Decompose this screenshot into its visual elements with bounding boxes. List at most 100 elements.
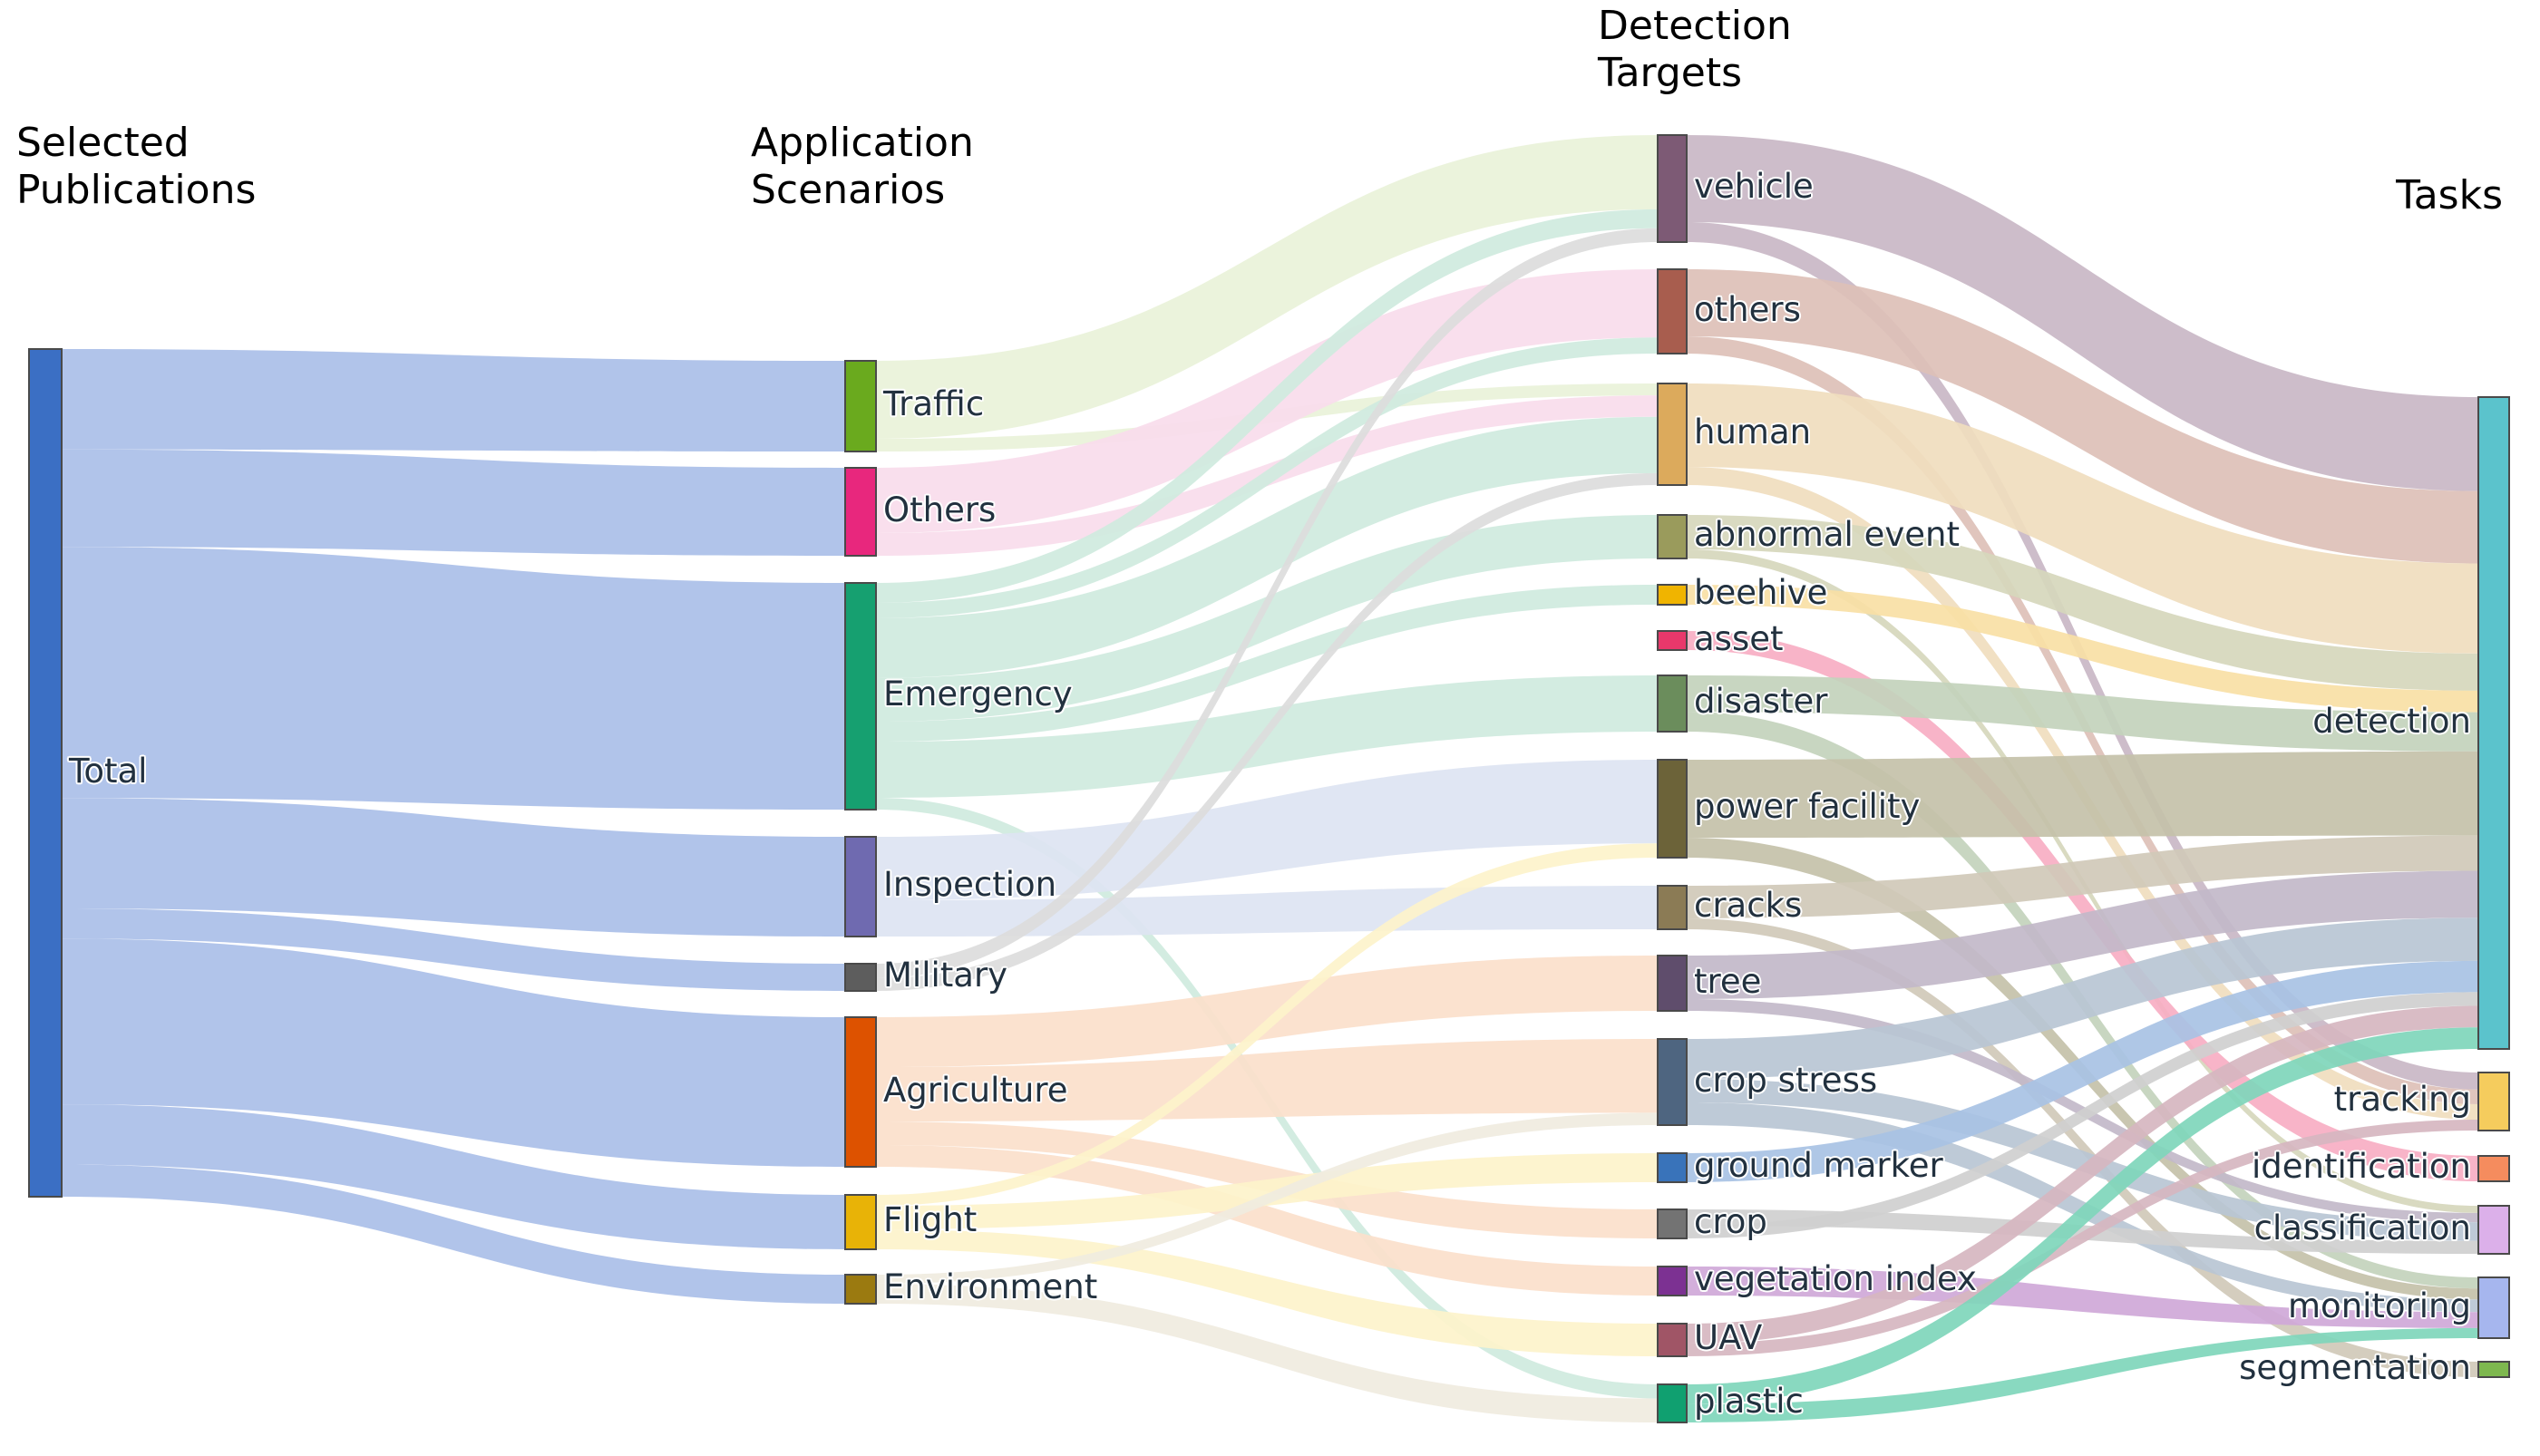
- sankey-link[interactable]: [876, 1284, 1658, 1422]
- sankey-link[interactable]: [876, 515, 1658, 722]
- sankey-node-environment[interactable]: [844, 1274, 877, 1305]
- sankey-node-classification[interactable]: [2477, 1205, 2510, 1255]
- sankey-link[interactable]: [1687, 835, 2478, 918]
- sankey-node-flight[interactable]: [844, 1194, 877, 1250]
- sankey-node-power_facility[interactable]: [1657, 759, 1688, 859]
- sankey-link[interactable]: [876, 956, 1658, 1067]
- sankey-link[interactable]: [1687, 1267, 2478, 1328]
- sankey-node-human[interactable]: [1657, 383, 1688, 486]
- sankey-link[interactable]: [876, 843, 1658, 1206]
- sankey-node-identification[interactable]: [2477, 1155, 2510, 1182]
- sankey-link[interactable]: [62, 938, 845, 1167]
- sankey-link[interactable]: [1687, 1005, 2478, 1344]
- sankey-node-traffic[interactable]: [844, 360, 877, 452]
- sankey-link[interactable]: [62, 798, 845, 937]
- node-label-beehive: beehive: [1694, 573, 1828, 612]
- node-label-traffic: Traffic: [883, 384, 985, 423]
- sankey-node-crop[interactable]: [1657, 1208, 1688, 1239]
- sankey-link[interactable]: [876, 585, 1658, 742]
- sankey-node-asset[interactable]: [1657, 630, 1688, 651]
- sankey-link[interactable]: [876, 760, 1658, 900]
- node-label-crop_stress: crop stress: [1694, 1060, 1878, 1100]
- sankey-link[interactable]: [1687, 992, 2478, 1238]
- sankey-link[interactable]: [1687, 135, 2478, 491]
- sankey-link[interactable]: [1687, 585, 2478, 713]
- sankey-link[interactable]: [876, 1039, 1658, 1121]
- col-detection-targets-line1: Detection: [1598, 3, 1792, 49]
- sankey-node-total[interactable]: [28, 348, 63, 1198]
- col-selected-publications-line2: Publications: [16, 167, 257, 213]
- node-label-uav: UAV: [1694, 1318, 1763, 1357]
- sankey-node-ground_marker[interactable]: [1657, 1152, 1688, 1183]
- sankey-node-tree[interactable]: [1657, 955, 1688, 1012]
- sankey-node-vehicle[interactable]: [1657, 134, 1688, 243]
- sankey-node-plastic[interactable]: [1657, 1383, 1688, 1423]
- sankey-link[interactable]: [1687, 515, 2478, 691]
- sankey-node-emergency[interactable]: [844, 582, 877, 811]
- sankey-node-beehive[interactable]: [1657, 584, 1688, 606]
- sankey-node-cracks[interactable]: [1657, 885, 1688, 930]
- col-application-scenarios-line1: Application: [751, 120, 974, 166]
- sankey-link[interactable]: [62, 1104, 845, 1249]
- sankey-node-abnormal_event[interactable]: [1657, 514, 1688, 559]
- node-label-tree: tree: [1694, 961, 1762, 1001]
- sankey-link[interactable]: [1687, 675, 2478, 752]
- node-label-total: Total: [69, 751, 148, 791]
- node-label-agriculture: Agriculture: [883, 1070, 1068, 1110]
- sankey-link[interactable]: [1687, 1209, 2478, 1254]
- node-label-power_facility: power facility: [1694, 787, 1921, 826]
- sankey-link[interactable]: [876, 1145, 1658, 1296]
- node-label-environment: Environment: [883, 1267, 1098, 1306]
- node-label-vehicle: vehicle: [1694, 167, 1814, 206]
- sankey-link[interactable]: [1687, 960, 2478, 1182]
- sankey-link[interactable]: [1687, 1120, 2478, 1356]
- node-label-vegetation_index: vegetation index: [1694, 1259, 1977, 1298]
- sankey-node-tracking[interactable]: [2477, 1072, 2510, 1131]
- sankey-link[interactable]: [1687, 1079, 2478, 1241]
- sankey-link[interactable]: [62, 1164, 845, 1304]
- sankey-link[interactable]: [1687, 1327, 2478, 1422]
- sankey-node-others_app[interactable]: [844, 467, 877, 557]
- sankey-link[interactable]: [876, 228, 1658, 979]
- sankey-node-uav[interactable]: [1657, 1323, 1688, 1357]
- sankey-node-vegetation_index[interactable]: [1657, 1266, 1688, 1296]
- sankey-node-agriculture[interactable]: [844, 1016, 877, 1168]
- sankey-node-military[interactable]: [844, 963, 877, 992]
- sankey-node-segmentation[interactable]: [2477, 1361, 2510, 1378]
- sankey-node-inspection[interactable]: [844, 836, 877, 937]
- sankey-link[interactable]: [1687, 918, 2478, 1377]
- node-label-disaster: disaster: [1694, 682, 1828, 721]
- sankey-link[interactable]: [1687, 631, 2478, 1181]
- sankey-link[interactable]: [876, 209, 1658, 603]
- sankey-link[interactable]: [876, 886, 1658, 937]
- sankey-link[interactable]: [876, 1229, 1658, 1356]
- sankey-node-detection[interactable]: [2477, 396, 2510, 1050]
- sankey-link[interactable]: [1687, 870, 2478, 999]
- sankey-link[interactable]: [62, 449, 845, 556]
- node-label-military: Military: [883, 956, 1008, 995]
- sankey-link[interactable]: [62, 908, 845, 991]
- sankey-link[interactable]: [1687, 917, 2478, 1079]
- sankey-link[interactable]: [1687, 751, 2478, 838]
- sankey-node-crop_stress[interactable]: [1657, 1038, 1688, 1126]
- col-tasks-line1: Tasks: [2396, 172, 2503, 218]
- node-label-tracking: tracking: [2333, 1080, 2471, 1119]
- sankey-node-others_tgt[interactable]: [1657, 268, 1688, 354]
- sankey-node-monitoring[interactable]: [2477, 1276, 2510, 1339]
- sankey-link[interactable]: [1687, 383, 2478, 654]
- sankey-link[interactable]: [876, 337, 1658, 618]
- sankey-link[interactable]: [1687, 269, 2478, 564]
- sankey-nodes-layer: [28, 134, 2510, 1423]
- sankey-link[interactable]: [876, 1153, 1658, 1229]
- sankey-link[interactable]: [876, 1112, 1658, 1284]
- sankey-link[interactable]: [876, 416, 1658, 678]
- sankey-link[interactable]: [62, 547, 845, 810]
- sankey-link[interactable]: [876, 135, 1658, 439]
- sankey-node-disaster[interactable]: [1657, 675, 1688, 733]
- sankey-link[interactable]: [876, 472, 1658, 991]
- sankey-link[interactable]: [1687, 1027, 2478, 1404]
- sankey-link[interactable]: [62, 349, 845, 451]
